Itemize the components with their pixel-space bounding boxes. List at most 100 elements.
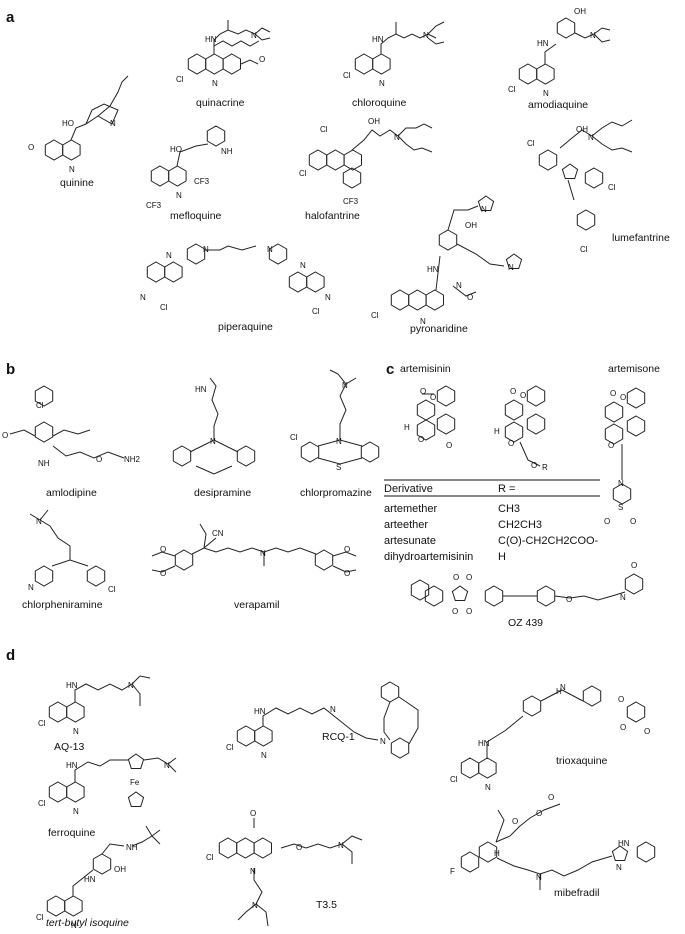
panel-b: b Cl NH O O NH2 amlodipine N HN desipram… (2, 361, 380, 611)
atom-label: O (618, 695, 624, 704)
atom-label: N (73, 727, 79, 736)
atom-label: N (261, 751, 267, 760)
atom-label: HN (84, 875, 96, 884)
atom-label: O (467, 293, 473, 302)
structure-t35: O N N N O Cl (206, 809, 363, 927)
table-cell: artesunate (384, 535, 436, 547)
atom-label: HN (427, 265, 439, 274)
structure-quinine: HO N O N (28, 75, 129, 174)
atom-label: O (610, 389, 616, 398)
compound-label: artemisone (608, 363, 660, 375)
compound-label: piperaquine (218, 321, 273, 333)
atom-label: O (160, 569, 166, 578)
atom-label: N (330, 705, 336, 714)
atom-label: O (160, 545, 166, 554)
atom-label: O (453, 573, 459, 582)
panel-label-d: d (6, 647, 15, 664)
atom-label: O (446, 441, 452, 450)
compound-label: artemisinin (400, 363, 451, 375)
table-cell: C(O)-CH2CH2COO- (498, 535, 599, 547)
atom-label: N (616, 863, 622, 872)
atom-label: N (560, 683, 566, 692)
structure-chlorpromazine: N S N Cl (290, 369, 380, 472)
atom-label: Cl (580, 245, 588, 254)
panel-a: a HN N Cl N O quinacrine HN N Cl N (6, 7, 670, 335)
atom-label: O (250, 809, 256, 818)
structure-ferroquine: HN Fe N Cl N (38, 753, 177, 816)
structure-lumefantrine: Cl Cl Cl OH N (527, 119, 633, 254)
atom-label: N (300, 261, 306, 270)
atom-label: O (466, 607, 472, 616)
compound-label: chlorpheniramine (22, 599, 103, 611)
atom-label: CN (212, 529, 224, 538)
atom-label: O (344, 545, 350, 554)
table-cell: CH3 (498, 503, 520, 515)
atom-label: N (325, 293, 331, 302)
atom-label: N (166, 251, 172, 260)
atom-label: NH (38, 459, 50, 468)
atom-label: Cl (36, 913, 44, 922)
atom-label: HN (372, 35, 384, 44)
atom-label: O (520, 391, 526, 400)
panel-c: c artemisinin artemisone O O O O H O O O (384, 361, 660, 629)
atom-label: NH (126, 843, 138, 852)
atom-label: N (423, 31, 429, 40)
structure-oz439: O O O O O N O (410, 561, 644, 616)
compound-label: mefloquine (170, 210, 222, 222)
atom-label: HN (66, 681, 78, 690)
atom-label: O (296, 843, 302, 852)
atom-label: O (630, 517, 636, 526)
compound-label: AQ-13 (54, 741, 85, 753)
structure-artemisinin-derivative-core: O O O O R H (494, 385, 548, 472)
atom-label: Cl (312, 307, 320, 316)
atom-label: N (380, 737, 386, 746)
atom-label: Cl (290, 433, 298, 442)
atom-label: O (512, 817, 518, 826)
atom-label: Fe (130, 778, 140, 787)
atom-label: CF3 (194, 177, 210, 186)
atom-label: HN (195, 385, 207, 394)
structure-aq13: HN N Cl N (38, 675, 151, 736)
atom-label: HN (478, 739, 490, 748)
atom-label: O (418, 435, 424, 444)
atom-label: O (430, 393, 436, 402)
table-cell: H (498, 551, 506, 563)
atom-label: O (644, 727, 650, 736)
atom-label: O (604, 517, 610, 526)
atom-label: F (450, 867, 455, 876)
atom-label: O (566, 595, 572, 604)
atom-label: N (251, 31, 257, 40)
atom-label: N (212, 79, 218, 88)
atom-label: Cl (299, 169, 307, 178)
atom-label: N (28, 583, 34, 592)
atom-label: N (140, 293, 146, 302)
atom-label: N (73, 807, 79, 816)
structure-verapamil: CN N O O O O (151, 523, 357, 578)
atom-label: S (618, 503, 623, 512)
atom-label: N (338, 841, 344, 850)
derivative-table: Derivative R = artemether CH3 arteether … (384, 479, 600, 563)
atom-label: HN (618, 839, 630, 848)
atom-label: O (96, 455, 102, 464)
atom-label: N (481, 205, 487, 214)
atom-label: H (404, 423, 410, 432)
structure-desipramine: N HN (172, 377, 256, 475)
compound-label: verapamil (234, 599, 280, 611)
atom-label: Cl (608, 183, 616, 192)
compound-label: trioxaquine (556, 755, 608, 767)
table-cell: artemether (384, 503, 438, 515)
table-header: Derivative (384, 483, 433, 495)
atom-label: Cl (160, 303, 168, 312)
compound-label: T3.5 (316, 899, 337, 911)
structure-pyronaridine: HN OH N N O N N Cl (371, 195, 523, 326)
atom-label: N (618, 479, 624, 488)
atom-label: HN (205, 35, 217, 44)
atom-label: Cl (108, 585, 116, 594)
structure-trioxaquine: HN H N O O O Cl N (450, 683, 650, 792)
atom-label: N (71, 921, 77, 930)
table-cell: arteether (384, 519, 428, 531)
atom-label: N (379, 79, 385, 88)
compound-label: quinacrine (196, 97, 245, 109)
structure-chloroquine: HN N Cl N (343, 21, 445, 88)
panel-d: d HN N Cl N AQ-13 HN Fe N Cl N (6, 647, 656, 930)
